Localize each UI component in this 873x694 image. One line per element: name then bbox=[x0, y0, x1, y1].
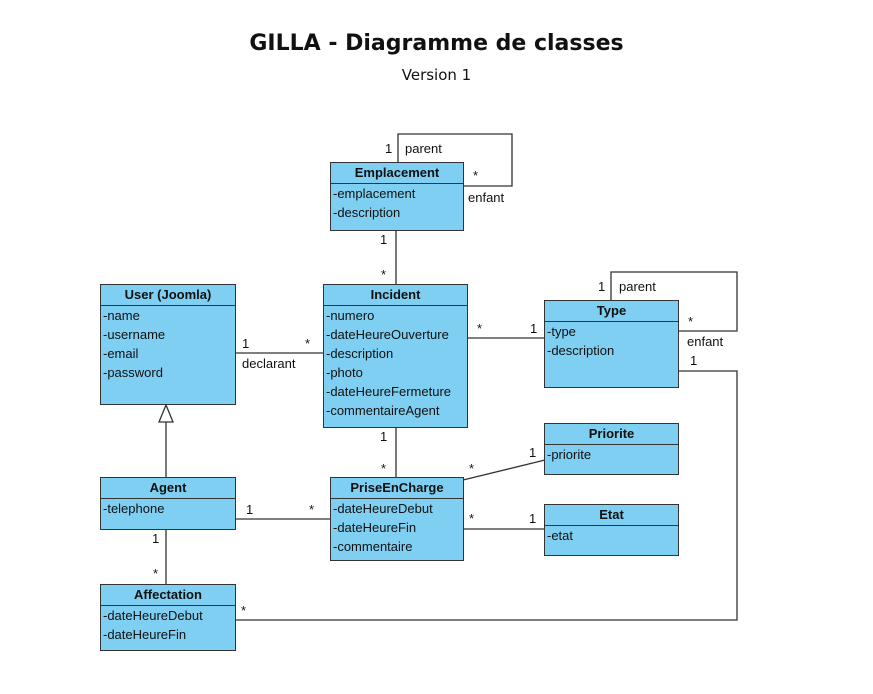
page-subtitle: Version 1 bbox=[401, 66, 472, 84]
multiplicity-label: * bbox=[305, 336, 311, 351]
multiplicity-label: 1 bbox=[598, 279, 606, 294]
class-name: Etat bbox=[545, 505, 678, 526]
multiplicity-label: 1 bbox=[529, 511, 537, 526]
multiplicity-label: 1 bbox=[529, 445, 537, 460]
multiplicity-label: * bbox=[309, 502, 315, 517]
attribute: -email bbox=[103, 346, 139, 361]
attribute: -dateHeureDebut bbox=[103, 608, 203, 623]
class-type[interactable]: Type -type -description bbox=[544, 300, 679, 388]
multiplicity-label: * bbox=[381, 461, 387, 476]
class-priseencharge[interactable]: PriseEnCharge -dateHeureDebut -dateHeure… bbox=[330, 477, 464, 561]
attribute: -telephone bbox=[103, 501, 165, 516]
attribute: -etat bbox=[547, 528, 574, 543]
attribute: -description bbox=[333, 205, 401, 220]
page-title: GILLA - Diagramme de classes bbox=[249, 31, 624, 56]
class-affectation[interactable]: Affectation -dateHeureDebut -dateHeureFi… bbox=[100, 584, 236, 651]
attribute: -type bbox=[547, 324, 576, 339]
class-user[interactable]: User (Joomla) -name -username -email -pa… bbox=[100, 284, 236, 405]
attribute: -commentaire bbox=[333, 539, 413, 554]
class-name: Incident bbox=[324, 285, 467, 306]
attribute: -photo bbox=[326, 365, 363, 380]
attribute: -numero bbox=[326, 308, 375, 323]
multiplicity-label: * bbox=[153, 566, 159, 581]
multiplicity-label: * bbox=[381, 267, 387, 282]
multiplicity-label: 1 bbox=[380, 232, 388, 247]
multiplicity-label: * bbox=[469, 461, 475, 476]
attribute: -dateHeureOuverture bbox=[326, 327, 449, 342]
class-name: User (Joomla) bbox=[101, 285, 235, 306]
attribute: -dateHeureDebut bbox=[333, 501, 433, 516]
class-incident[interactable]: Incident -numero -dateHeureOuverture -de… bbox=[323, 284, 468, 428]
affectation-type-association bbox=[235, 370, 738, 621]
attribute: -commentaireAgent bbox=[326, 403, 440, 418]
type-self-association bbox=[610, 271, 738, 332]
attribute: -name bbox=[103, 308, 140, 323]
multiplicity-label: 1 bbox=[690, 353, 698, 368]
class-name: Emplacement bbox=[331, 163, 463, 184]
class-name: Priorite bbox=[545, 424, 678, 445]
multiplicity-label: * bbox=[241, 603, 247, 618]
multiplicity-label: 1 bbox=[385, 141, 393, 156]
emplacement-self-association bbox=[397, 133, 513, 187]
attribute: -description bbox=[547, 343, 615, 358]
multiplicity-label: * bbox=[469, 511, 475, 526]
role-label: enfant bbox=[687, 334, 724, 349]
class-name: Affectation bbox=[101, 585, 235, 606]
attribute: -emplacement bbox=[333, 186, 416, 201]
role-label: enfant bbox=[468, 190, 505, 205]
attribute: -password bbox=[103, 365, 163, 380]
multiplicity-label: * bbox=[688, 314, 694, 329]
class-name: PriseEnCharge bbox=[331, 478, 463, 499]
multiplicity-label: 1 bbox=[380, 429, 388, 444]
attribute: -dateHeureFermeture bbox=[326, 384, 451, 399]
generalization-arrow-icon bbox=[158, 403, 174, 423]
role-label: parent bbox=[619, 279, 656, 294]
multiplicity-label: 1 bbox=[152, 531, 160, 546]
attribute: -dateHeureFin bbox=[103, 627, 187, 642]
class-agent[interactable]: Agent -telephone bbox=[100, 477, 236, 530]
multiplicity-label: * bbox=[473, 168, 479, 183]
class-etat[interactable]: Etat -etat bbox=[544, 504, 679, 556]
prise-priorite-association bbox=[462, 459, 546, 481]
attribute: -priorite bbox=[547, 447, 592, 462]
multiplicity-label: * bbox=[477, 321, 483, 336]
multiplicity-label: 1 bbox=[246, 502, 254, 517]
multiplicity-label: 1 bbox=[242, 336, 250, 351]
class-name: Type bbox=[545, 301, 678, 322]
class-priorite[interactable]: Priorite -priorite bbox=[544, 423, 679, 475]
role-label: parent bbox=[405, 141, 442, 156]
attribute: -dateHeureFin bbox=[333, 520, 417, 535]
role-label: declarant bbox=[242, 356, 296, 371]
attribute: -description bbox=[326, 346, 394, 361]
multiplicity-label: 1 bbox=[530, 321, 538, 336]
attribute: -username bbox=[103, 327, 166, 342]
class-emplacement[interactable]: Emplacement -emplacement -description bbox=[330, 162, 464, 231]
class-name: Agent bbox=[101, 478, 235, 499]
